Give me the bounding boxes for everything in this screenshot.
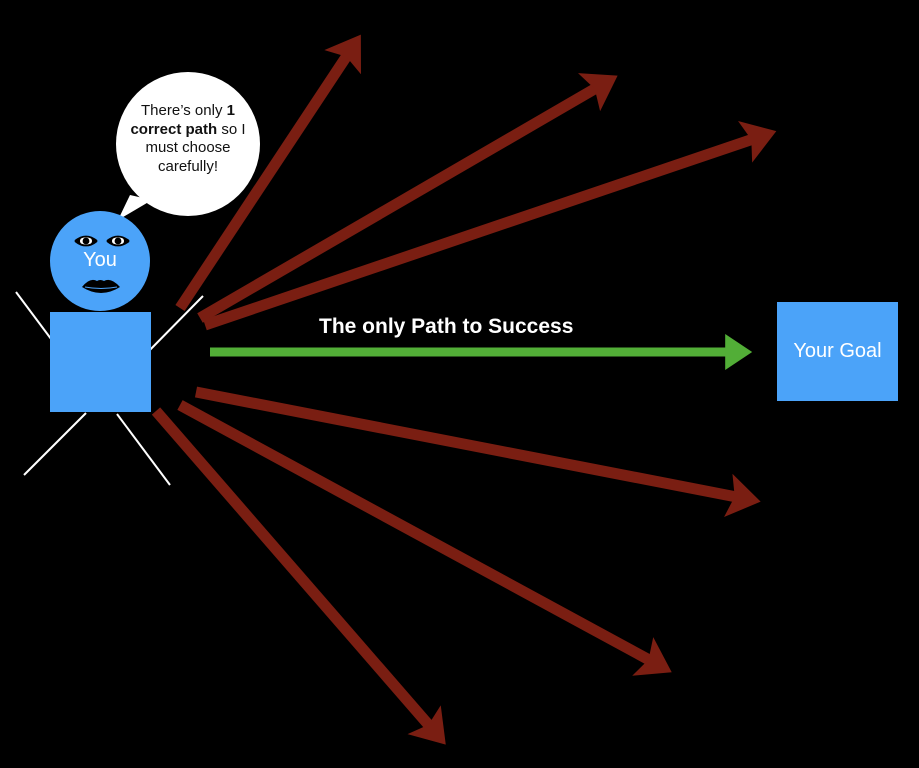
goal-label: Your Goal <box>793 340 882 362</box>
right-leg <box>116 413 171 486</box>
wrong-paths <box>151 34 777 745</box>
wrong-path-arrow <box>194 386 761 517</box>
speech-bubble-text: There’s only 1 correct path so I must ch… <box>118 102 258 176</box>
success-path-label: The only Path to Success <box>319 315 574 338</box>
head <box>50 211 150 311</box>
right-arm <box>141 295 204 359</box>
wrong-path-arrow <box>175 34 361 312</box>
bubble-line-3: must choose <box>145 139 231 156</box>
person-figure <box>15 211 204 486</box>
wrong-path-arrow <box>177 400 672 676</box>
bubble-line-2-text: so I <box>217 120 246 138</box>
bubble-line-1-text: There’s only <box>141 102 227 119</box>
body <box>50 312 151 412</box>
wrong-path-arrow <box>197 73 618 323</box>
eye-icon <box>74 235 98 247</box>
bubble-line-1-bold: 1 <box>226 102 235 119</box>
speech-bubble <box>116 72 260 220</box>
wrong-path-arrow <box>203 120 777 331</box>
bubble-line-4: carefully! <box>157 157 219 175</box>
left-leg <box>23 412 87 476</box>
lips-icon <box>82 279 120 293</box>
wrong-path-arrow <box>151 407 446 745</box>
bubble-line-2-bold: correct path <box>130 120 218 138</box>
eye-icon <box>106 235 130 247</box>
person-label: You <box>83 249 117 271</box>
goal-box: Your Goal <box>777 302 898 401</box>
